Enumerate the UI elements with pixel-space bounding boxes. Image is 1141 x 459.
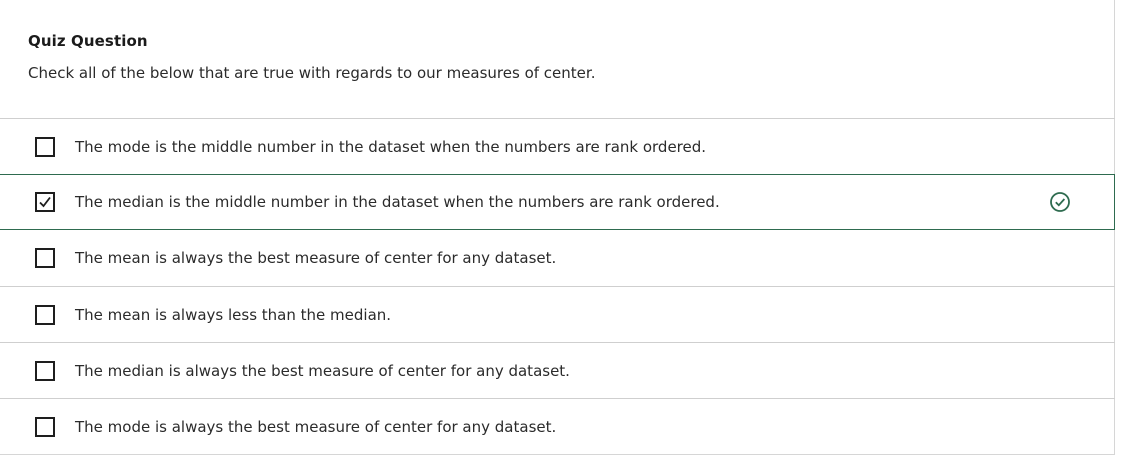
answer-option-label: The mode is always the best measure of c… bbox=[75, 417, 557, 436]
answer-options: The mode is the middle number in the dat… bbox=[0, 118, 1115, 454]
answer-checkbox[interactable] bbox=[35, 416, 55, 437]
answer-option-label: The median is always the best measure of… bbox=[75, 361, 570, 380]
answer-option-6[interactable]: The mode is always the best measure of c… bbox=[0, 398, 1115, 454]
answer-option-label: The mode is the middle number in the dat… bbox=[75, 137, 707, 156]
checkmark-icon bbox=[39, 196, 51, 208]
answer-option-label: The median is the middle number in the d… bbox=[75, 193, 720, 211]
quiz-panel: Quiz Question Check all of the below tha… bbox=[0, 0, 1115, 455]
answer-option-5[interactable]: The median is always the best measure of… bbox=[0, 342, 1115, 398]
answer-checkbox[interactable] bbox=[35, 192, 55, 212]
answer-option-2[interactable]: The median is the middle number in the d… bbox=[0, 174, 1115, 230]
answer-option-1[interactable]: The mode is the middle number in the dat… bbox=[0, 118, 1115, 174]
answer-option-label: The mean is always less than the median. bbox=[75, 305, 392, 324]
answer-option-4[interactable]: The mean is always less than the median. bbox=[0, 286, 1115, 342]
answer-checkbox[interactable] bbox=[35, 248, 55, 268]
answer-checkbox[interactable] bbox=[35, 360, 55, 381]
quiz-header: Quiz Question Check all of the below tha… bbox=[28, 30, 1088, 84]
answer-checkbox[interactable] bbox=[35, 304, 55, 325]
check-circle-icon bbox=[1050, 192, 1070, 212]
quiz-title: Quiz Question bbox=[28, 32, 148, 50]
answer-option-label: The mean is always the best measure of c… bbox=[75, 249, 557, 267]
quiz-prompt: Check all of the below that are true wit… bbox=[28, 64, 596, 82]
answer-checkbox[interactable] bbox=[35, 136, 55, 157]
answer-option-3[interactable]: The mean is always the best measure of c… bbox=[0, 230, 1115, 286]
